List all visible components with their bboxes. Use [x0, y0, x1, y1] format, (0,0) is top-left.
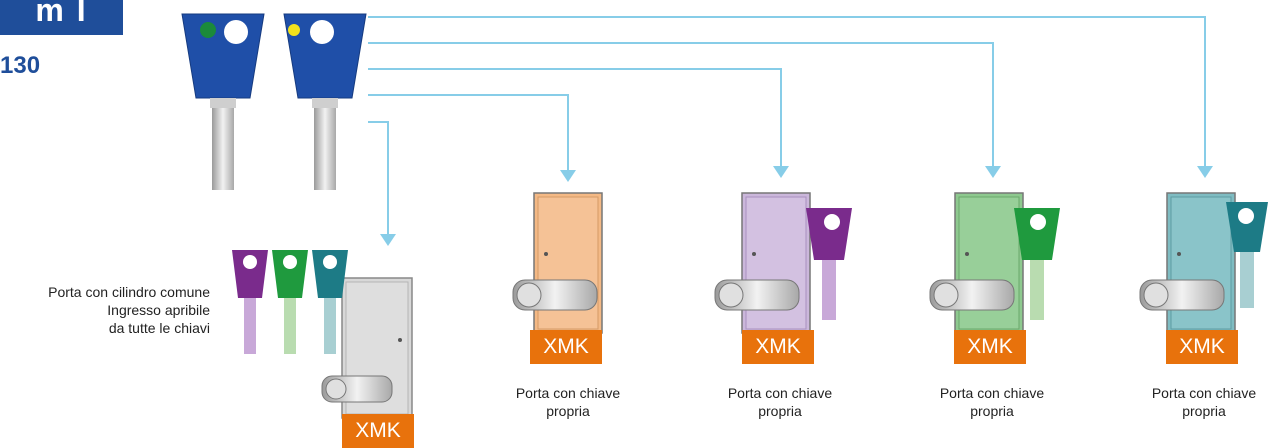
door-caption: Porta con chiave propria	[1151, 385, 1257, 419]
master-key-2	[283, 13, 367, 190]
arrow-to-door-1	[368, 94, 569, 172]
door-4	[1166, 192, 1236, 334]
door-2	[741, 192, 811, 334]
master-key-1	[181, 13, 265, 190]
xmk-badge: XMK	[342, 414, 414, 448]
xmk-badge: XMK	[530, 330, 602, 364]
xmk-badge: XMK	[954, 330, 1026, 364]
common-keys	[232, 250, 348, 354]
door-handle-icon	[752, 252, 756, 256]
xmk-badge: XMK	[742, 330, 814, 364]
common-door-caption: Porta con cilindro comune Ingresso aprib…	[48, 284, 210, 336]
door-1	[533, 192, 603, 334]
green-key-icon	[1014, 208, 1060, 320]
purple-key-icon	[232, 250, 268, 354]
door-handle-icon	[965, 252, 969, 256]
arrow-to-door-2	[368, 68, 782, 168]
purple-key-icon	[806, 208, 852, 320]
yellow-dot-icon	[288, 24, 300, 36]
cylinder-lock-icon	[512, 279, 598, 311]
door-handle-icon	[544, 252, 548, 256]
arrow-to-common-door	[368, 121, 389, 236]
key-hole-icon	[224, 20, 248, 44]
xmk-badge: XMK	[1166, 330, 1238, 364]
key-hole-icon	[310, 20, 334, 44]
page-number: 130	[0, 52, 41, 79]
green-key-icon	[272, 250, 308, 354]
door-caption: Porta con chiave propria	[727, 385, 833, 419]
door-caption: Porta con chiave propria	[515, 385, 621, 419]
cylinder-lock-icon	[929, 279, 1015, 311]
door-3	[954, 192, 1024, 334]
door-handle-icon	[398, 338, 402, 342]
door-handle-icon	[1177, 252, 1181, 256]
teal-key-icon	[312, 250, 348, 354]
cylinder-lock-icon	[714, 279, 800, 311]
cylinder-lock-icon	[321, 375, 393, 403]
arrow-to-door-3	[368, 42, 994, 168]
arrow-heads	[380, 166, 1213, 246]
green-dot-icon	[200, 22, 216, 38]
cylinder-lock-icon	[1139, 279, 1225, 311]
section-tab: m I	[0, 0, 123, 35]
door-caption: Porta con chiave propria	[939, 385, 1045, 419]
connector-arrows	[368, 16, 1206, 236]
arrow-to-door-4	[368, 16, 1206, 168]
teal-key-icon	[1226, 202, 1268, 308]
